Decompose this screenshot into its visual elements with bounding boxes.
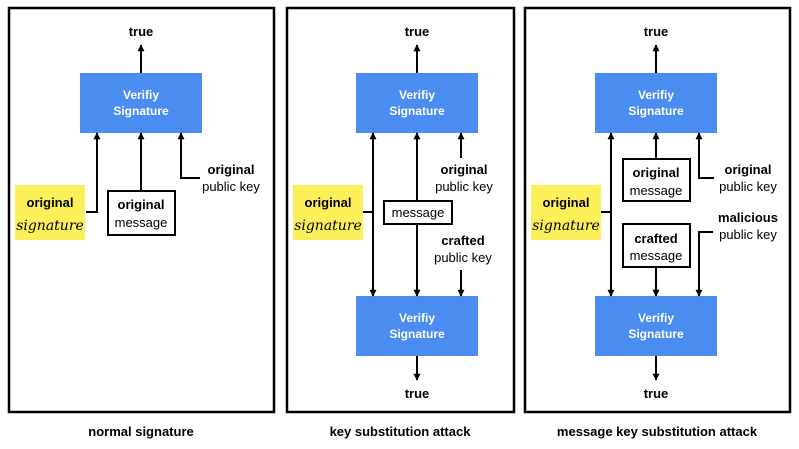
signature-label-line1: original bbox=[27, 195, 74, 210]
verify-bottom-label-line2: Signature bbox=[628, 327, 684, 341]
signature-label-line2: signature bbox=[16, 218, 84, 234]
verify-box-label-line2: Signature bbox=[113, 104, 169, 118]
panel-caption: normal signature bbox=[88, 424, 193, 439]
malicious-key-label-line1: malicious bbox=[718, 210, 778, 225]
signature-label-line2: signature bbox=[294, 218, 362, 234]
verify-top-label-line1: Verifiy bbox=[638, 88, 674, 102]
panel-caption: message key substitution attack bbox=[557, 424, 758, 439]
original-message-box bbox=[622, 158, 691, 202]
malicious-key-label-line2: public key bbox=[719, 227, 777, 242]
crafted-key-label-line1: crafted bbox=[441, 233, 484, 248]
verify-top-label-line1: Verifiy bbox=[399, 88, 435, 102]
public-key-label-line2: public key bbox=[202, 179, 260, 194]
panel-caption: key substitution attack bbox=[330, 424, 472, 439]
verify-signature-box-bottom bbox=[356, 296, 478, 356]
signature-label-line2: signature bbox=[532, 218, 600, 234]
signature-highlight bbox=[531, 185, 601, 240]
panel-normal-signature: true Verifiy Signature original signatur… bbox=[7, 6, 276, 439]
verify-top-label-line2: Signature bbox=[389, 104, 445, 118]
panel-frame bbox=[285, 6, 516, 414]
verify-signature-box-top bbox=[356, 73, 478, 133]
verify-signature-box bbox=[80, 73, 202, 133]
panel-frame bbox=[7, 6, 276, 414]
message-box bbox=[383, 200, 453, 225]
message-label-line2: message bbox=[115, 215, 168, 230]
signature-label-line1: original bbox=[305, 195, 352, 210]
crafted-message-label-line1: crafted bbox=[634, 231, 677, 246]
verify-signature-box-top bbox=[595, 73, 717, 133]
message-box bbox=[107, 190, 176, 236]
verify-bottom-label-line1: Verifiy bbox=[399, 311, 435, 325]
verify-signature-box-bottom bbox=[595, 296, 717, 356]
verify-box-label-line1: Verifiy bbox=[123, 88, 159, 102]
result-bottom-true-label: true bbox=[644, 386, 669, 401]
signature-arrow bbox=[86, 132, 101, 213]
public-key-arrow bbox=[177, 132, 200, 179]
signature-highlight bbox=[293, 185, 363, 240]
panel-message-key-substitution-attack: true Verifiy Signature Verifiy Signature… bbox=[523, 6, 792, 439]
original-key-label-line1: original bbox=[725, 162, 772, 177]
result-top-true-label: true bbox=[405, 24, 430, 39]
original-key-label-line2: public key bbox=[435, 179, 493, 194]
result-true-label: true bbox=[129, 24, 154, 39]
verify-top-label-line2: Signature bbox=[628, 104, 684, 118]
signature-label-line1: original bbox=[543, 195, 590, 210]
original-key-label-line1: original bbox=[441, 162, 488, 177]
crafted-message-label-line2: message bbox=[630, 248, 683, 263]
panel-key-substitution-attack: true Verifiy Signature Verifiy Signature… bbox=[285, 6, 516, 439]
malicious-key-arrow bbox=[695, 231, 713, 297]
public-key-label-line1: original bbox=[208, 162, 255, 177]
original-message-label-line1: original bbox=[633, 165, 680, 180]
result-bottom-true-label: true bbox=[405, 386, 430, 401]
original-key-label-line2: public key bbox=[719, 179, 777, 194]
verify-bottom-label-line2: Signature bbox=[389, 327, 445, 341]
original-key-arrow bbox=[695, 132, 714, 179]
message-label: message bbox=[392, 205, 445, 220]
verify-bottom-label-line1: Verifiy bbox=[638, 311, 674, 325]
original-message-label-line2: message bbox=[630, 183, 683, 198]
panel-frame bbox=[523, 6, 792, 414]
result-top-true-label: true bbox=[644, 24, 669, 39]
message-label-line1: original bbox=[118, 197, 165, 212]
crafted-key-label-line2: public key bbox=[434, 250, 492, 265]
signature-highlight bbox=[15, 185, 85, 240]
